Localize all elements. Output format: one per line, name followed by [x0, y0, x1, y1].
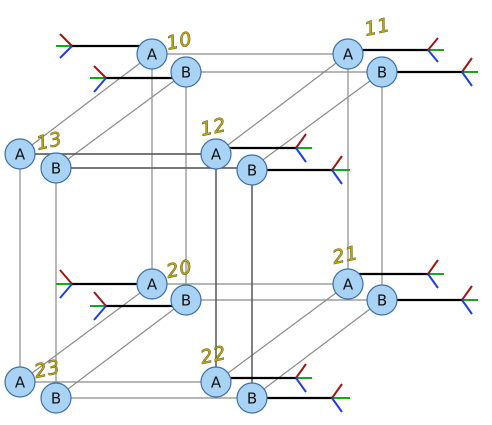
site-labels: 10 11 12 13 20 21 22 23 [32, 14, 393, 384]
site-label-13: 13 [34, 128, 64, 155]
node-a23-letter: A [15, 374, 26, 392]
axis-red-a20 [59, 269, 73, 285]
node-a11: A [332, 38, 364, 70]
node-a10-letter: A [147, 46, 158, 64]
node-a21: A [332, 268, 364, 300]
nodes: A B A B A B A B A B A B A B A B [4, 38, 398, 414]
edge-b11-b12 [251, 71, 383, 169]
edge-a20-a23 [19, 283, 153, 383]
axis-red-a10 [59, 33, 73, 47]
axis-blue-b12 [331, 169, 343, 185]
bond-site-20 [56, 269, 186, 321]
axis-red-b22 [331, 383, 343, 399]
axis-red-b12 [331, 155, 343, 171]
axis-red-b21 [461, 285, 473, 301]
edge-a10-a13 [19, 53, 153, 155]
node-b11-letter: B [377, 64, 387, 82]
node-a10: A [136, 38, 168, 70]
node-a22-letter: A [211, 374, 222, 392]
axis-blue-a21 [427, 273, 439, 289]
site-label-12: 12 [198, 114, 228, 141]
site-label-10: 10 [164, 28, 194, 55]
node-b13-letter: B [51, 160, 61, 178]
node-a23: A [4, 366, 36, 398]
node-b23-letter: B [51, 390, 61, 408]
edge-b20-b23 [55, 299, 187, 399]
axis-red-a21 [427, 259, 439, 275]
node-b21: B [366, 284, 398, 316]
axis-blue-a12 [295, 147, 307, 163]
site-label-11: 11 [362, 14, 392, 41]
axis-blue-b11 [461, 71, 473, 87]
node-a11-letter: A [343, 46, 354, 64]
axis-red-a12 [295, 133, 307, 149]
bond-site-11 [348, 37, 478, 87]
node-b21-letter: B [377, 292, 387, 310]
axis-blue-b21 [461, 299, 473, 315]
bond-site-21 [348, 259, 478, 315]
site-label-23: 23 [32, 356, 62, 383]
axis-blue-a11 [427, 49, 439, 63]
edge-a21-a22 [215, 283, 349, 383]
edge-a11-a12 [215, 53, 349, 155]
axis-red-a22 [295, 363, 307, 379]
site-label-22: 22 [198, 342, 228, 369]
site-label-20: 20 [164, 256, 194, 283]
site-label-21: 21 [330, 242, 360, 269]
axis-red-b10 [93, 65, 107, 79]
axis-red-a11 [427, 37, 439, 51]
axis-red-b20 [93, 291, 107, 307]
node-a12-letter: A [211, 146, 222, 164]
axis-blue-a20 [59, 283, 73, 299]
node-a13-letter: A [15, 146, 26, 164]
node-b11: B [366, 56, 398, 88]
axis-blue-a10 [59, 45, 73, 59]
node-b12-letter: B [247, 162, 257, 180]
axis-blue-b10 [93, 77, 107, 93]
node-a20: A [136, 268, 168, 300]
edge-b10-b13 [55, 71, 187, 169]
node-b10-letter: B [181, 64, 191, 82]
node-b23: B [40, 382, 72, 414]
axis-blue-a22 [295, 377, 307, 393]
node-b13: B [40, 152, 72, 184]
node-b22-letter: B [247, 390, 257, 408]
axis-red-b11 [461, 57, 473, 73]
node-b20: B [170, 284, 202, 316]
bond-site-22 [216, 363, 350, 413]
cube-a-edges [19, 53, 349, 383]
edge-b21-b22 [251, 299, 383, 399]
node-a21-letter: A [343, 276, 354, 294]
axis-blue-b20 [93, 305, 107, 321]
bond-site-12 [216, 133, 350, 185]
node-a13: A [4, 138, 36, 170]
axis-blue-b22 [331, 397, 343, 413]
node-a20-letter: A [147, 276, 158, 294]
node-b20-letter: B [181, 292, 191, 310]
node-b22: B [236, 382, 268, 414]
node-a22: A [200, 366, 232, 398]
node-a12: A [200, 138, 232, 170]
node-b10: B [170, 56, 202, 88]
node-b12: B [236, 154, 268, 186]
